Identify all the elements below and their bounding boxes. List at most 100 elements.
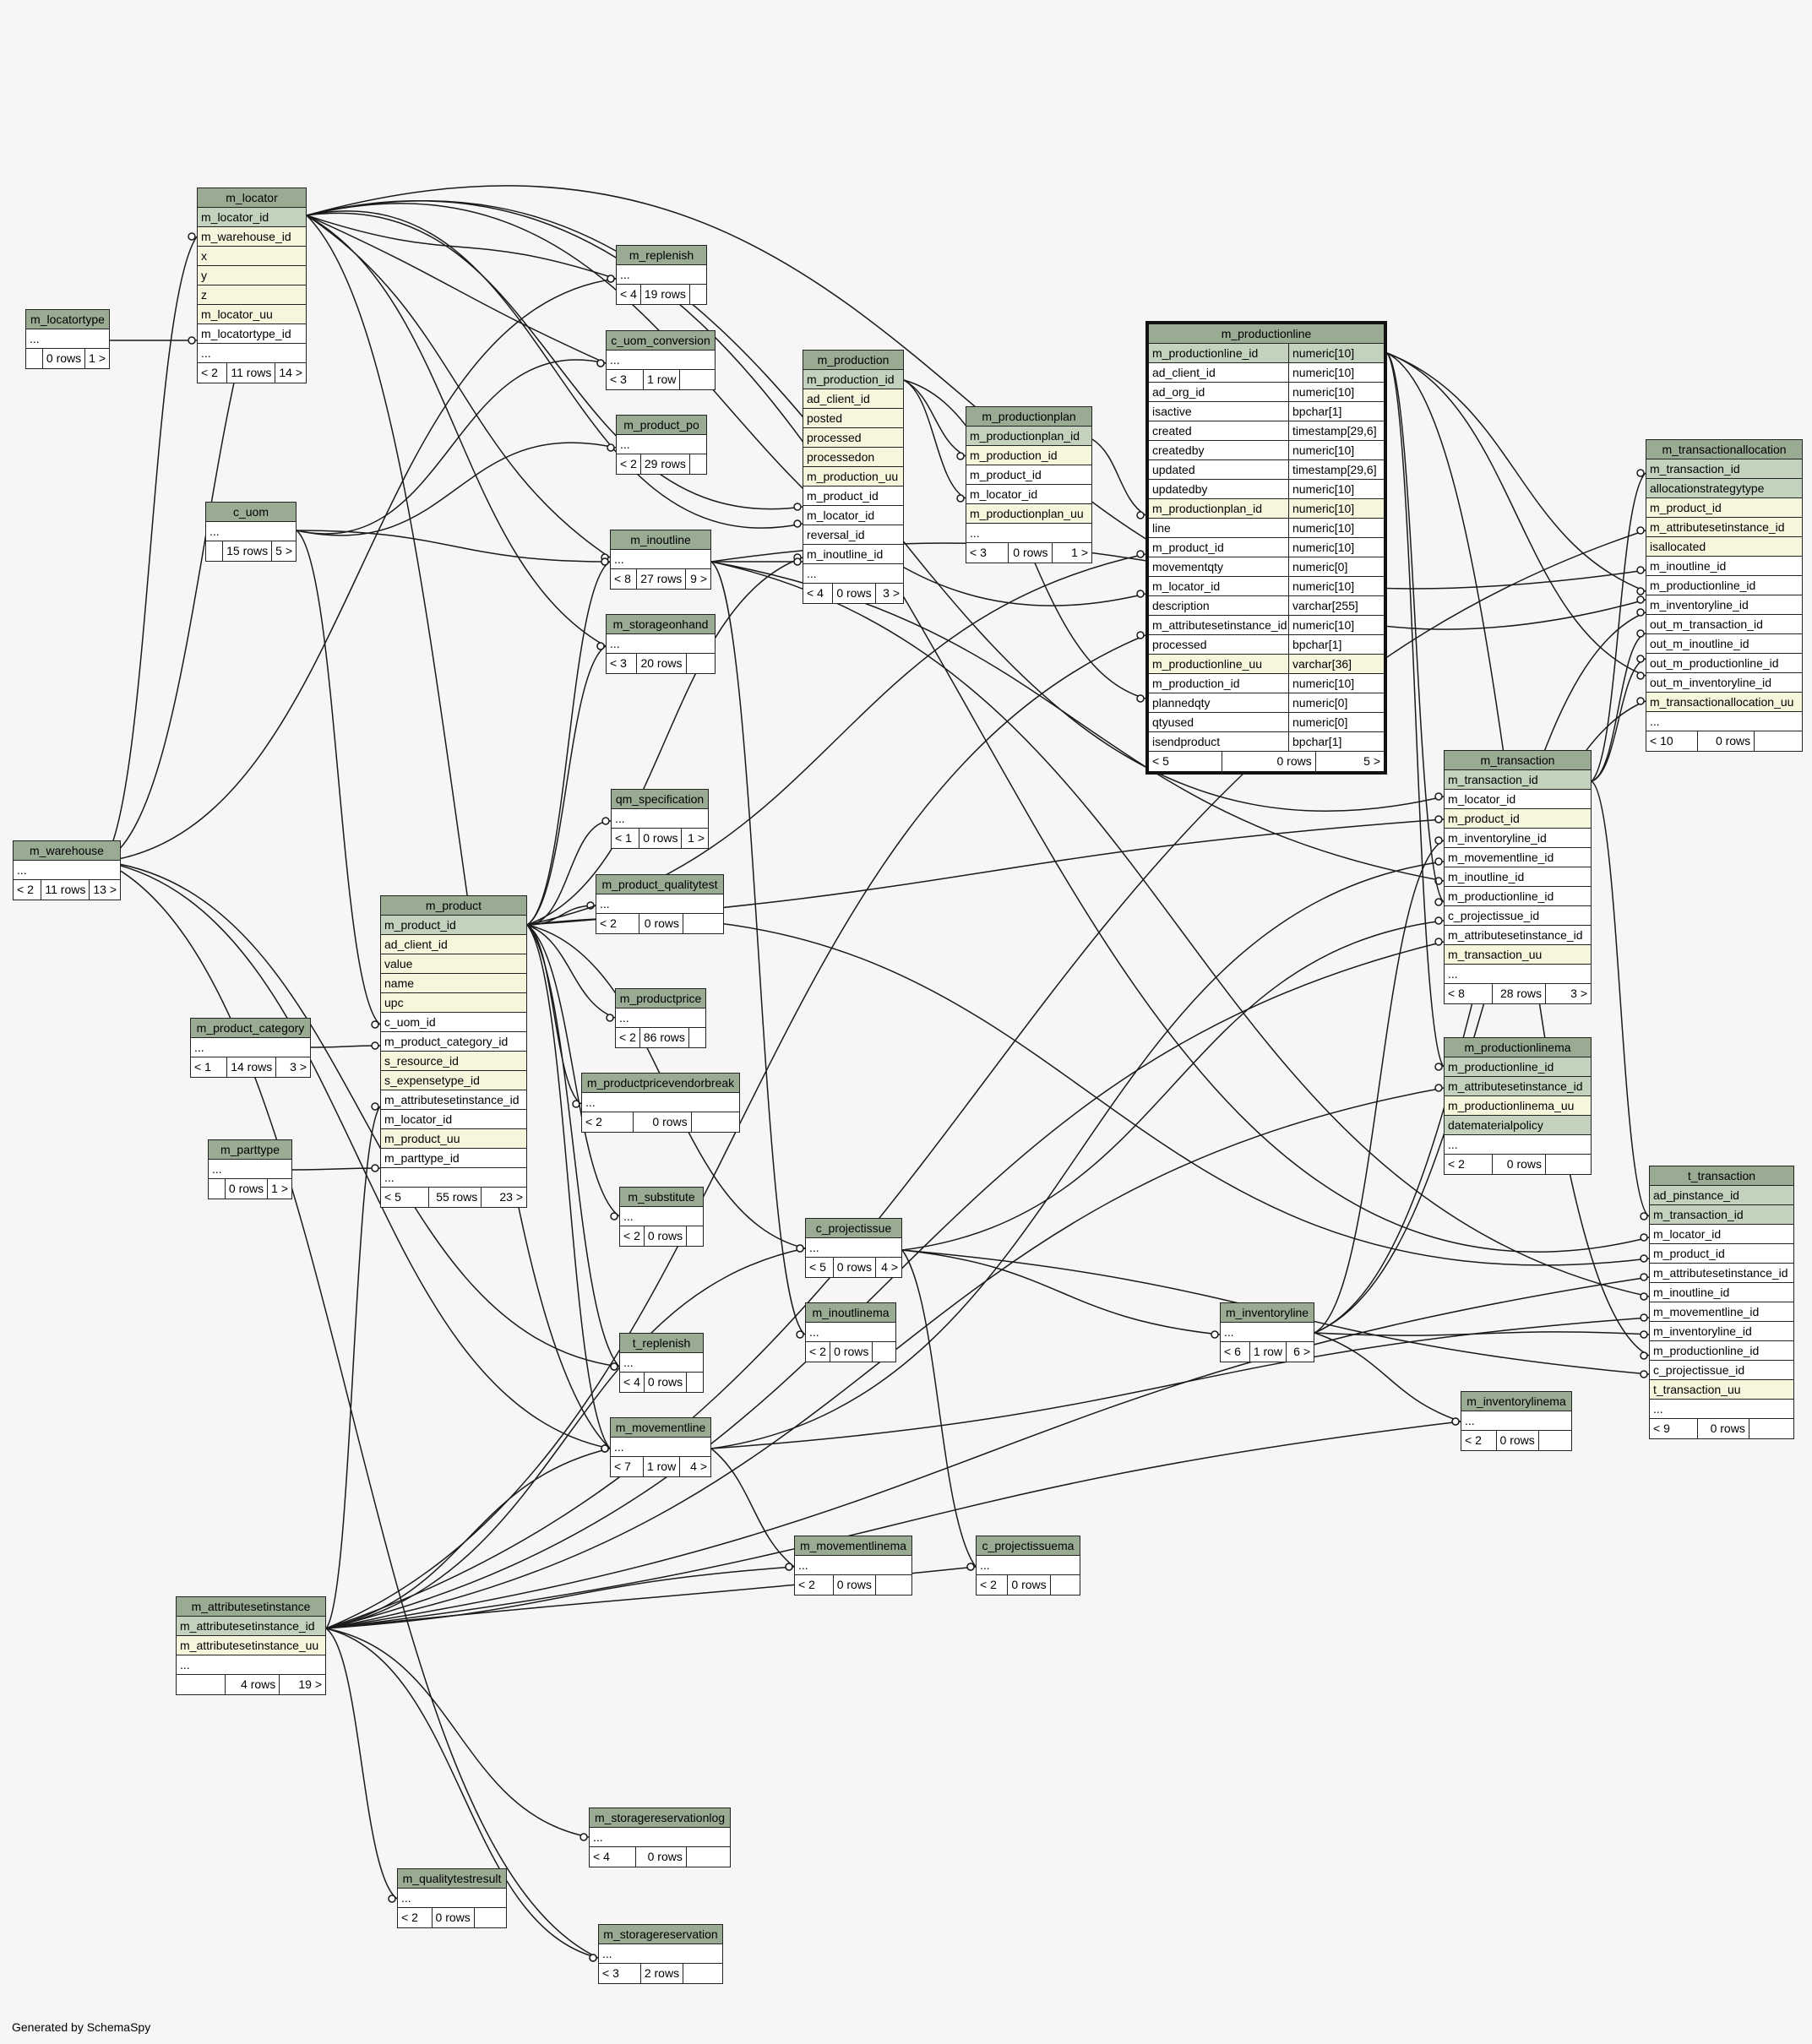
parents-count[interactable]: < 5 (806, 1258, 834, 1277)
children-count[interactable] (683, 914, 723, 933)
parents-count[interactable]: < 2 (620, 1226, 645, 1246)
row-count[interactable]: 20 rows (637, 654, 687, 673)
row-count[interactable]: 1 row (1250, 1342, 1287, 1362)
row-count[interactable]: 55 rows (429, 1188, 482, 1207)
row-count[interactable]: 0 rows (634, 1112, 692, 1132)
row-count[interactable]: 14 rows (227, 1057, 277, 1077)
children-count[interactable] (687, 654, 716, 673)
row-count[interactable]: 1 row (644, 370, 681, 389)
parents-count[interactable]: < 2 (616, 1028, 640, 1047)
parents-count[interactable] (209, 1179, 226, 1199)
parents-count[interactable]: < 4 (590, 1847, 637, 1867)
parents-count[interactable]: < 8 (1445, 984, 1494, 1003)
row-count[interactable]: 0 rows (645, 1373, 688, 1392)
parents-count[interactable]: < 7 (611, 1457, 644, 1476)
row-count[interactable]: 0 rows (1698, 731, 1755, 751)
parents-count[interactable]: < 5 (1149, 752, 1222, 771)
parents-count[interactable] (206, 541, 224, 561)
children-count[interactable] (690, 285, 706, 304)
children-count[interactable] (687, 1226, 703, 1246)
children-count[interactable]: 6 > (1293, 1345, 1310, 1358)
parents-count[interactable]: < 2 (977, 1575, 1009, 1595)
parents-count[interactable]: < 2 (795, 1575, 834, 1595)
row-count[interactable]: 86 rows (640, 1028, 689, 1047)
children-count[interactable] (687, 1847, 730, 1867)
children-count[interactable]: 14 > (279, 366, 302, 379)
row-count[interactable]: 29 rows (641, 454, 690, 474)
children-count[interactable] (876, 1575, 911, 1595)
parents-count[interactable]: < 2 (1445, 1155, 1494, 1174)
parents-count[interactable]: < 6 (1221, 1342, 1250, 1362)
parents-count[interactable]: < 9 (1650, 1419, 1698, 1438)
children-count[interactable] (687, 1373, 703, 1392)
row-count[interactable]: 0 rows (636, 1847, 687, 1867)
row-count[interactable]: 0 rows (639, 829, 683, 848)
children-count[interactable] (475, 1908, 506, 1927)
row-count[interactable]: 0 rows (226, 1179, 269, 1199)
children-count[interactable]: 1 > (688, 831, 705, 845)
children-count[interactable]: 23 > (499, 1190, 523, 1204)
parents-count[interactable]: < 2 (806, 1342, 831, 1362)
row-count[interactable]: 0 rows (433, 1908, 475, 1927)
parents-count[interactable] (177, 1675, 226, 1694)
children-count[interactable]: 3 > (290, 1060, 307, 1074)
children-count[interactable] (689, 1028, 705, 1047)
parents-count[interactable]: < 5 (381, 1188, 430, 1207)
children-count[interactable]: 1 > (1071, 546, 1088, 559)
row-count[interactable]: 0 rows (1497, 1431, 1539, 1450)
parents-count[interactable]: < 4 (617, 285, 641, 304)
parents-count[interactable] (26, 349, 43, 368)
parents-count[interactable]: < 2 (14, 880, 42, 900)
row-count[interactable]: 2 rows (641, 1964, 684, 1983)
row-count[interactable]: 0 rows (834, 1258, 876, 1277)
children-count[interactable]: 13 > (93, 883, 117, 896)
children-count[interactable]: 1 > (271, 1182, 288, 1195)
children-count[interactable]: 4 > (881, 1260, 898, 1274)
children-count[interactable] (683, 1964, 722, 1983)
children-count[interactable] (680, 370, 715, 389)
parents-count[interactable]: < 2 (198, 363, 228, 383)
parents-count[interactable]: < 2 (398, 1908, 433, 1927)
children-count[interactable] (1051, 1575, 1080, 1595)
row-count[interactable]: 0 rows (833, 584, 876, 603)
row-count[interactable]: 11 rows (227, 363, 276, 383)
row-count[interactable]: 0 rows (639, 914, 683, 933)
parents-count[interactable]: < 1 (612, 829, 640, 848)
row-count[interactable]: 27 rows (637, 569, 687, 589)
row-count[interactable]: 1 row (644, 1457, 681, 1476)
children-count[interactable] (1749, 1419, 1793, 1438)
parents-count[interactable]: < 3 (607, 654, 638, 673)
row-count[interactable]: 19 rows (641, 285, 690, 304)
row-count[interactable]: 0 rows (1698, 1419, 1749, 1438)
row-count[interactable]: 0 rows (1493, 1155, 1547, 1174)
parents-count[interactable]: < 2 (582, 1112, 634, 1132)
children-count[interactable]: 5 > (275, 544, 292, 557)
